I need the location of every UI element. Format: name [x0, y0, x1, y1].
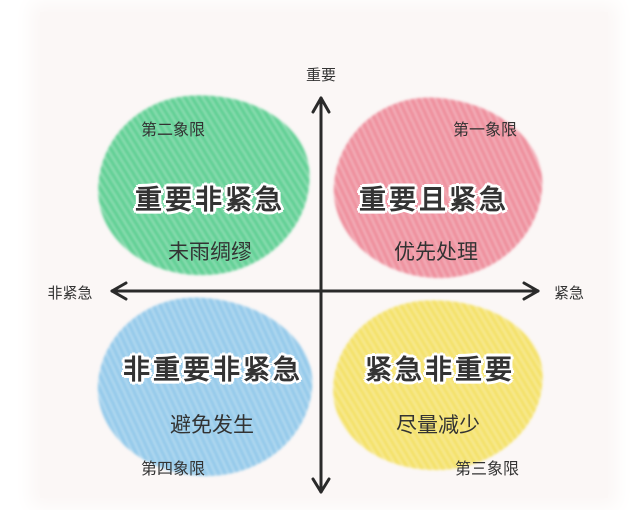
quadrant-1-title: 重要且紧急 — [359, 185, 509, 216]
quadrant-4-number: 第四象限 — [140, 459, 205, 478]
right-arrowhead — [522, 281, 540, 301]
left-arrowhead — [110, 281, 128, 301]
up-arrowhead — [311, 96, 331, 114]
axis-label-urgent: 紧急 — [553, 284, 584, 302]
quadrant-2-title: 重要非紧急 — [135, 185, 285, 216]
quadrant-4-title: 非重要非紧急 — [123, 355, 303, 386]
quadrant-3-title: 紧急非重要 — [365, 355, 515, 386]
quadrant-3-number: 第三象限 — [454, 459, 519, 478]
quadrant-4-action: 避免发生 — [170, 413, 254, 437]
axis-label-important: 重要 — [305, 66, 336, 84]
quadrant-3-action: 尽量减少 — [396, 413, 480, 437]
quadrant-2-number: 第二象限 — [140, 120, 205, 139]
down-arrowhead — [311, 477, 331, 494]
axis-label-not-urgent: 非紧急 — [47, 284, 93, 302]
quadrant-1-action: 优先处理 — [394, 240, 478, 264]
quadrant-2-action: 未雨绸缪 — [168, 240, 252, 264]
quadrant-1-number: 第一象限 — [452, 120, 517, 139]
